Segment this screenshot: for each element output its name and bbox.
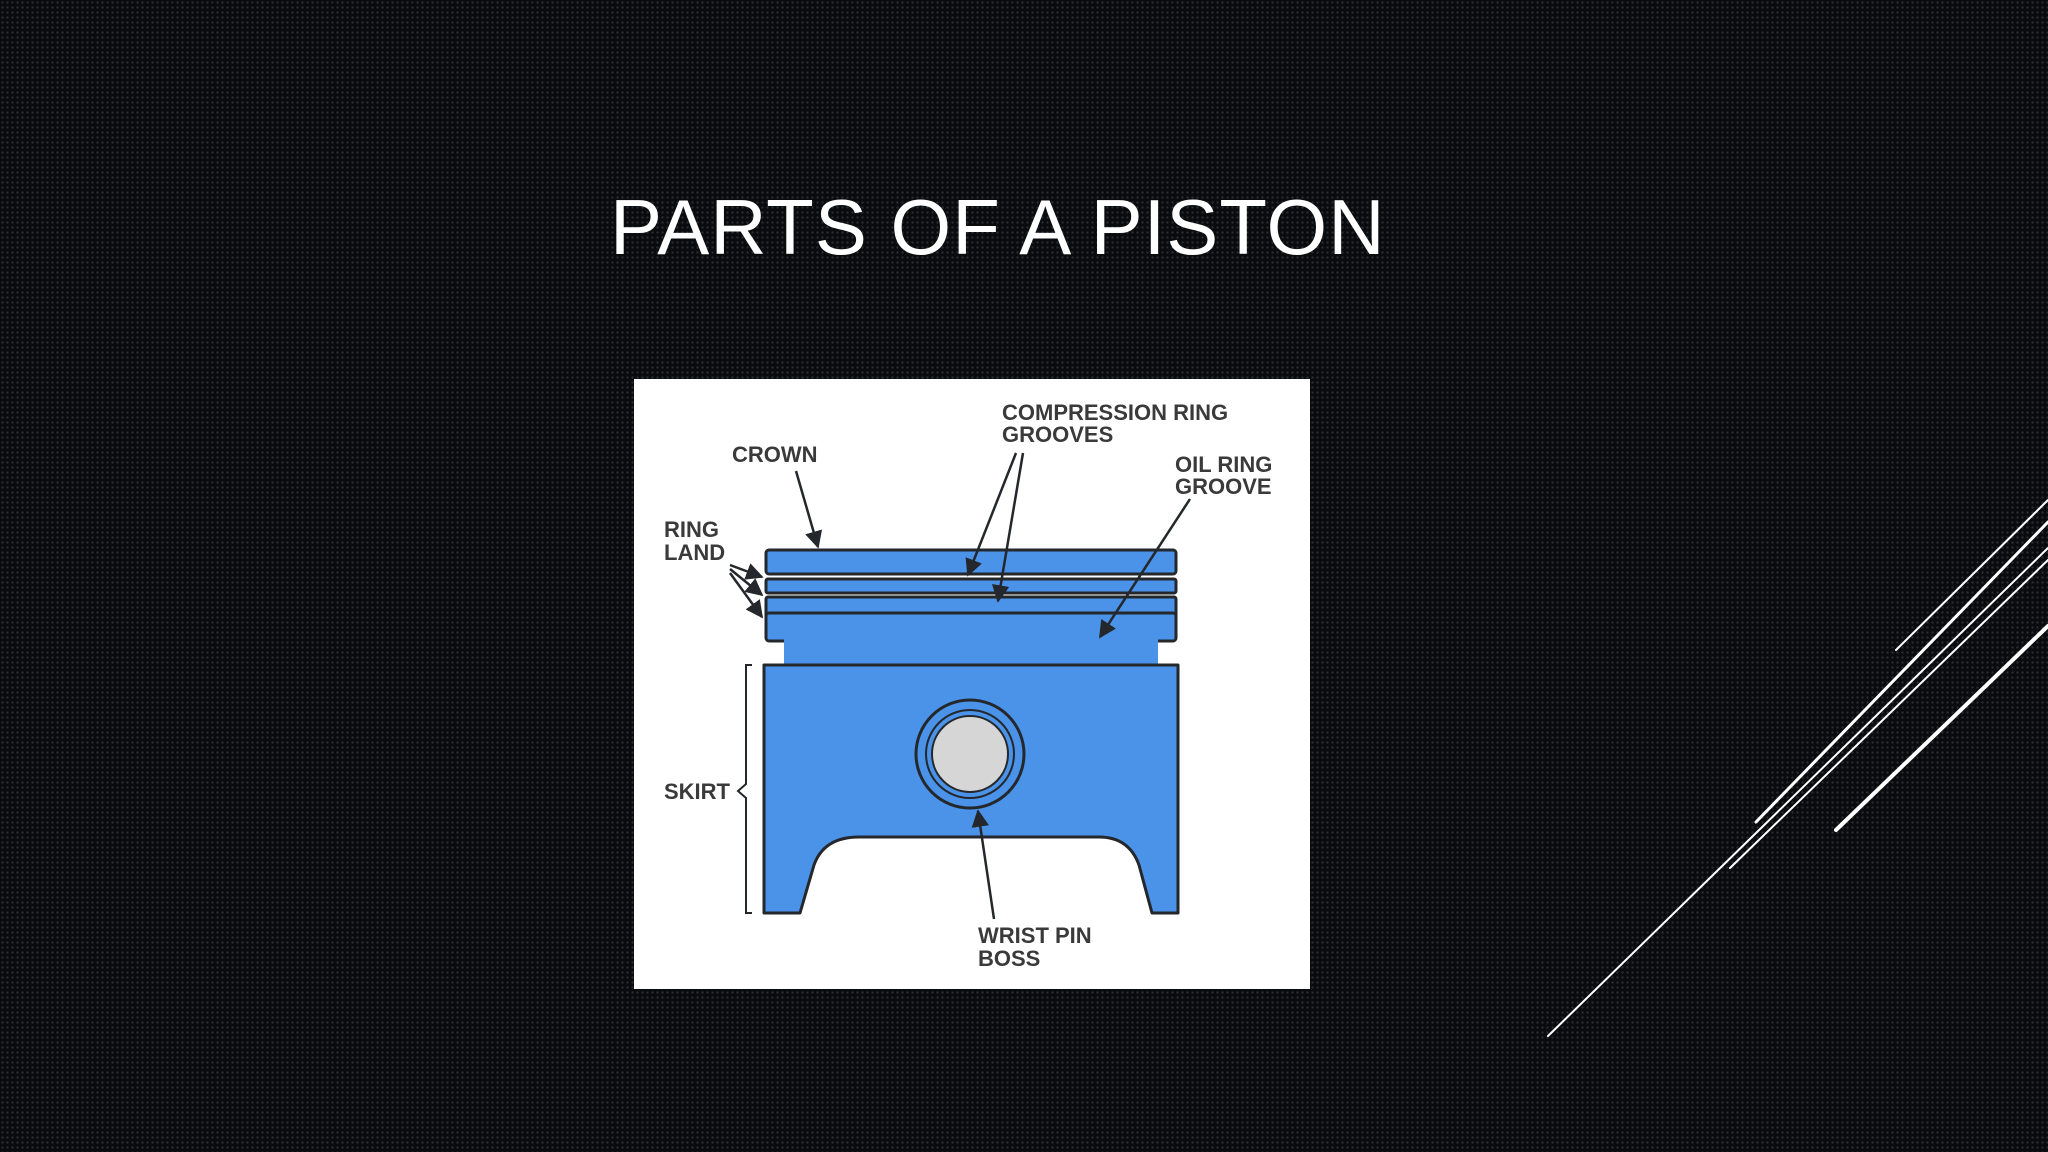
accent-line-5 <box>1834 624 2048 832</box>
ring-land-arrow-3 <box>728 572 764 619</box>
accent-line-4 <box>1895 499 2048 651</box>
oil-ring-land <box>764 611 1178 643</box>
compression-arrow-1 <box>965 452 1018 577</box>
label-wrist-pin-2: BOSS <box>978 946 1040 971</box>
wrist-pin-arrow <box>971 809 996 920</box>
label-wrist-pin-1: WRIST PIN <box>978 923 1092 948</box>
label-ring-land-2: LAND <box>664 540 725 565</box>
compression-arrow-2 <box>991 452 1025 603</box>
piston-neck <box>784 639 1158 665</box>
accent-line-1 <box>1547 547 2048 1037</box>
label-crown: CROWN <box>732 442 818 467</box>
piston-diagram: CROWN COMPRESSION RING GROOVES OIL RING … <box>634 379 1310 989</box>
label-ring-land-1: RING <box>664 517 719 542</box>
oil-ring-arrow <box>1098 498 1192 639</box>
label-oil-ring-1: OIL RING <box>1175 452 1272 477</box>
piston-diagram-svg: CROWN COMPRESSION RING GROOVES OIL RING … <box>664 400 1272 971</box>
ring-land-arrow-1 <box>729 563 764 580</box>
ring-land-arrow-2 <box>729 568 764 597</box>
crown-arrow <box>794 470 823 549</box>
accent-line-3 <box>1754 520 2048 824</box>
label-skirt: SKIRT <box>664 779 731 804</box>
piston-body <box>762 548 1180 915</box>
pointer-arrows <box>728 452 1192 920</box>
label-compression-ring-1: COMPRESSION RING <box>1002 400 1228 425</box>
ring-land-1 <box>764 577 1178 595</box>
slide-title: PARTS OF A PISTON <box>610 183 1386 271</box>
skirt-brace <box>736 664 752 914</box>
label-compression-ring-2: GROOVES <box>1002 422 1113 447</box>
accent-line-2 <box>1729 559 2048 869</box>
wrist-pin-hole <box>931 715 1009 793</box>
diagram-labels: CROWN COMPRESSION RING GROOVES OIL RING … <box>664 400 1272 971</box>
label-oil-ring-2: GROOVE <box>1175 474 1272 499</box>
